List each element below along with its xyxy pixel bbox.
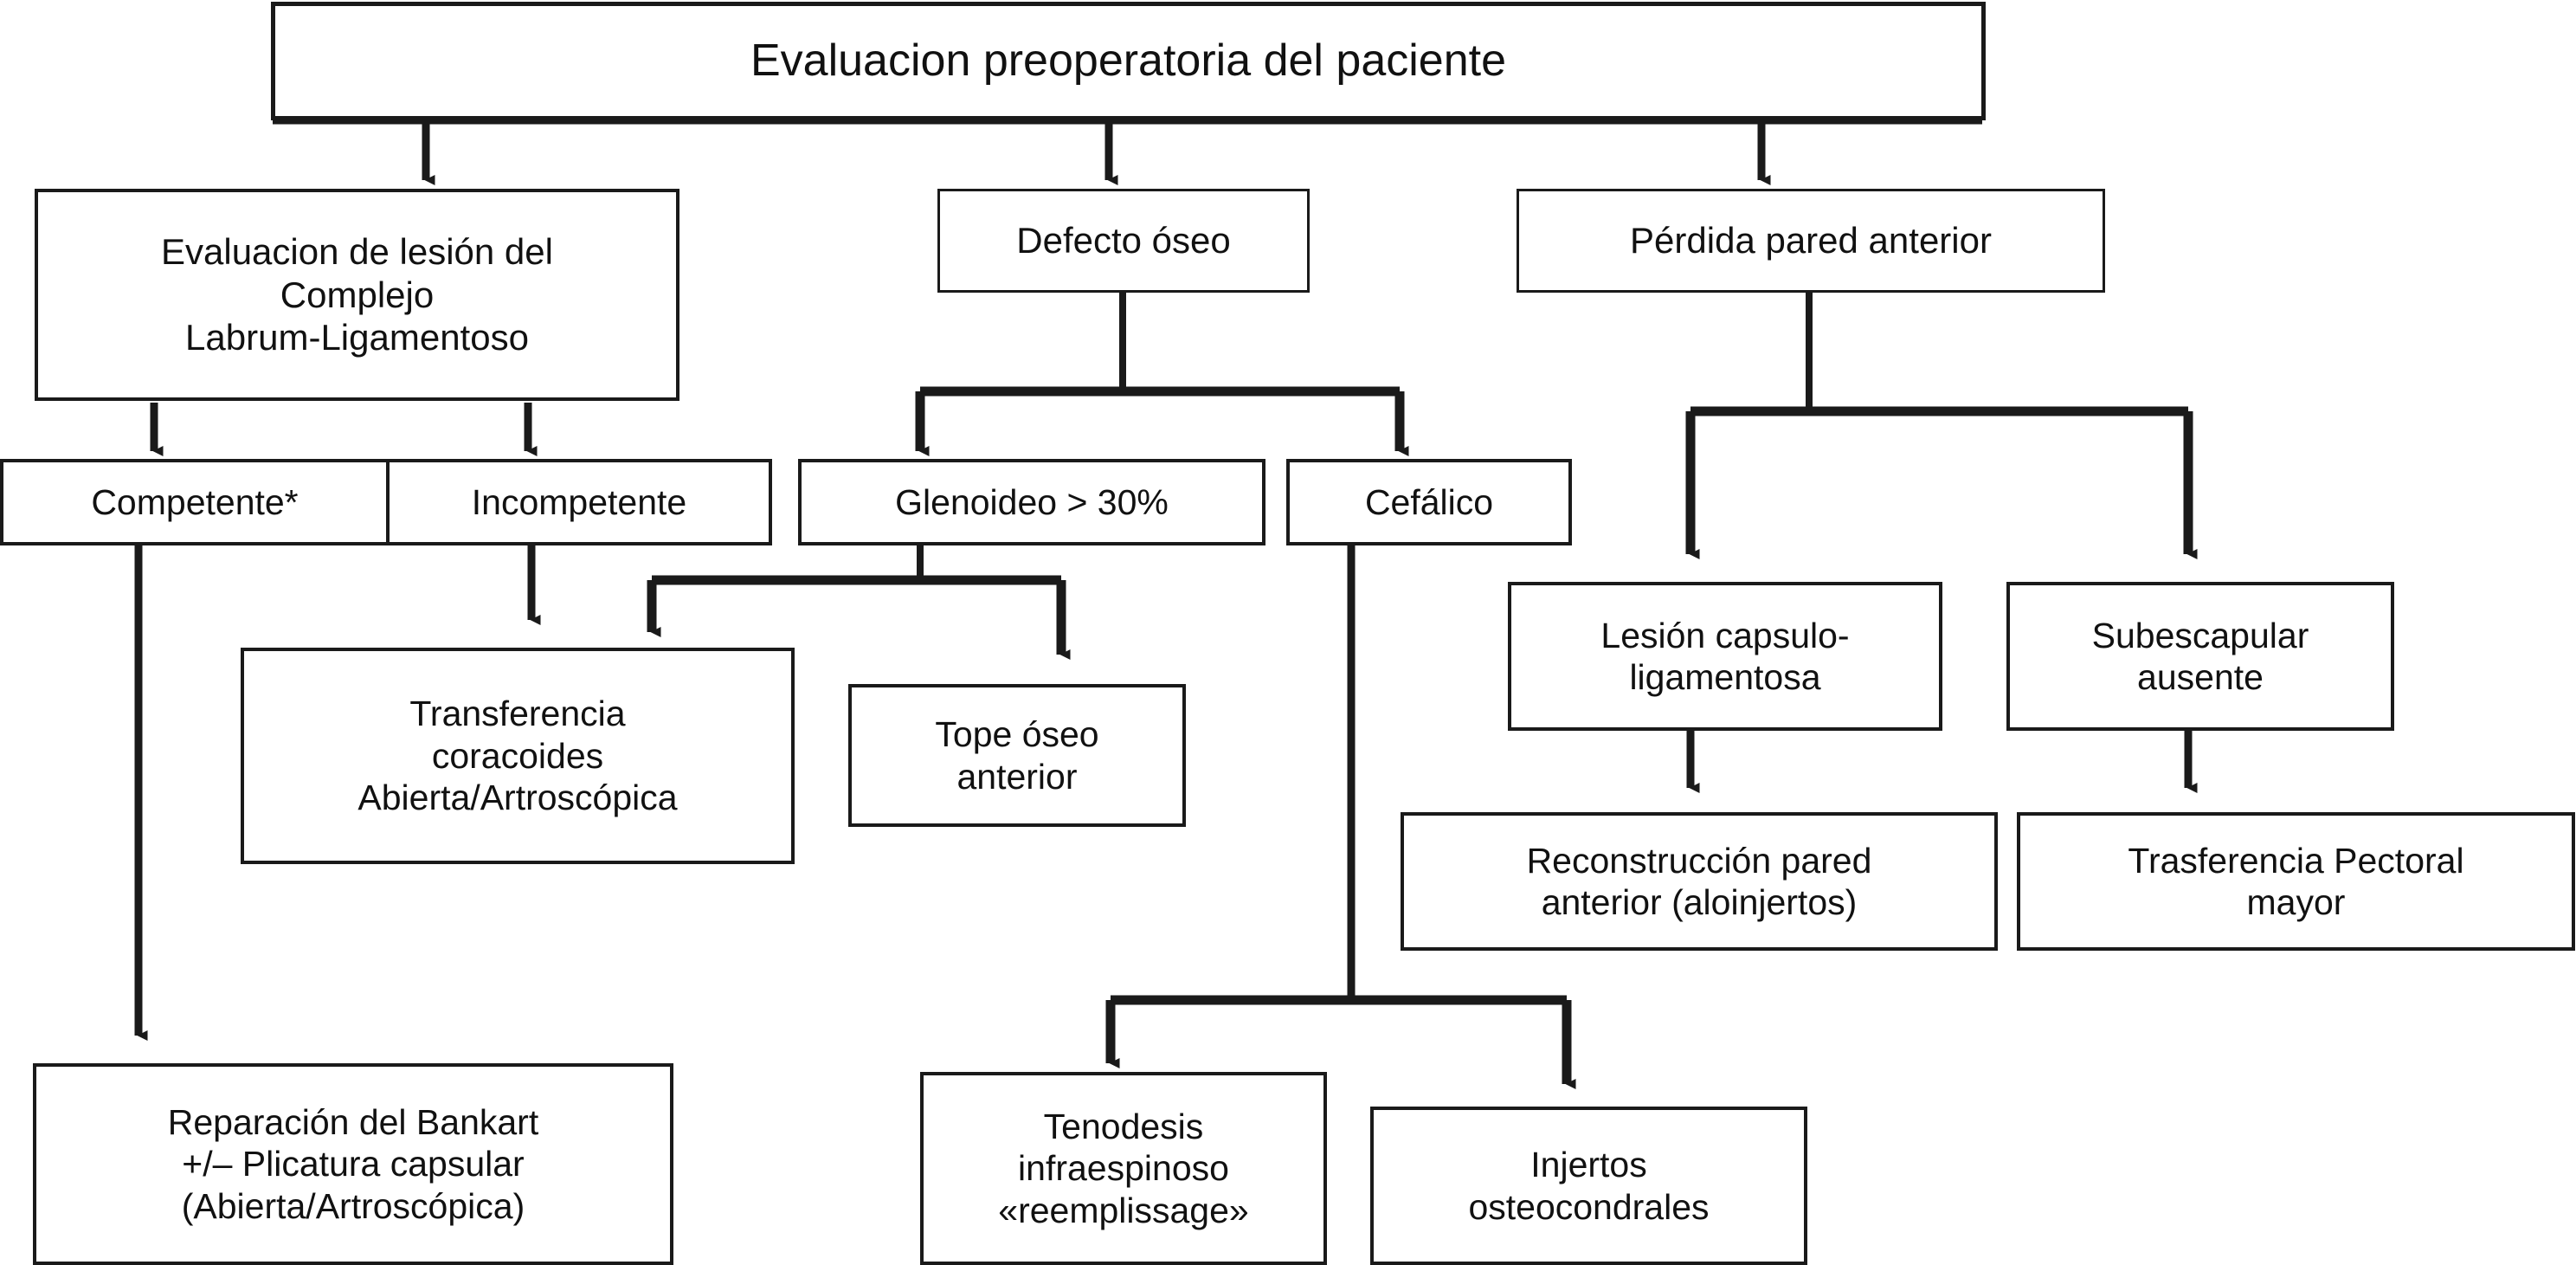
node-incompetent[interactable]: Incompetente	[386, 459, 772, 545]
node-competent[interactable]: Competente*	[0, 459, 390, 545]
node-anterior-bone-block[interactable]: Tope óseo anterior	[848, 684, 1186, 827]
edge-root-to-children	[422, 154, 1771, 185]
node-anterior-wall-reconstruction[interactable]: Reconstrucción pared anterior (aloinjert…	[1401, 812, 1998, 951]
node-bankart-repair[interactable]: Reparación del Bankart +/– Plicatura cap…	[33, 1063, 673, 1265]
edge-labrum-to-competence	[150, 403, 538, 456]
edge-wallloss-bus	[1685, 293, 2193, 515]
node-pectoralis-transfer[interactable]: Trasferencia Pectoral mayor	[2017, 812, 2575, 951]
node-coracoid-transfer[interactable]: Transferencia coracoides Abierta/Artrosc…	[241, 648, 795, 864]
node-infraspinatus-tenodesis[interactable]: Tenodesis infraespinoso «reemplissage»	[920, 1072, 1327, 1265]
node-bone-defect[interactable]: Defecto óseo	[937, 189, 1310, 293]
node-capsuloligamentous-lesion[interactable]: Lesión capsulo- ligamentosa	[1508, 582, 1942, 731]
edge-cephalic-to-children	[1105, 1030, 1576, 1089]
edge-wallloss-to-children	[1685, 515, 2198, 559]
edge-glenoid-to-children	[647, 606, 1071, 660]
node-glenoid-over-30[interactable]: Glenoideo > 30%	[798, 459, 1265, 545]
node-cephalic[interactable]: Cefálico	[1286, 459, 1572, 545]
edge-glenoid-bus	[647, 545, 1066, 606]
edge-root-bus	[273, 116, 1982, 154]
node-anterior-wall-loss[interactable]: Pérdida pared anterior	[1517, 189, 2105, 293]
edge-bonedefect-to-children	[915, 420, 1409, 456]
node-subscapularis-absent[interactable]: Subescapular ausente	[2006, 582, 2394, 731]
node-labrum-complex[interactable]: Evaluacion de lesión del Complejo Labrum…	[35, 189, 679, 401]
edge-bonedefect-bus	[915, 293, 1405, 420]
edge-cephalic-bus	[1105, 545, 1572, 1049]
node-root[interactable]: Evaluacion preoperatoria del paciente	[271, 2, 1986, 120]
node-osteochondral-grafts[interactable]: Injertos osteocondrales	[1370, 1107, 1807, 1265]
